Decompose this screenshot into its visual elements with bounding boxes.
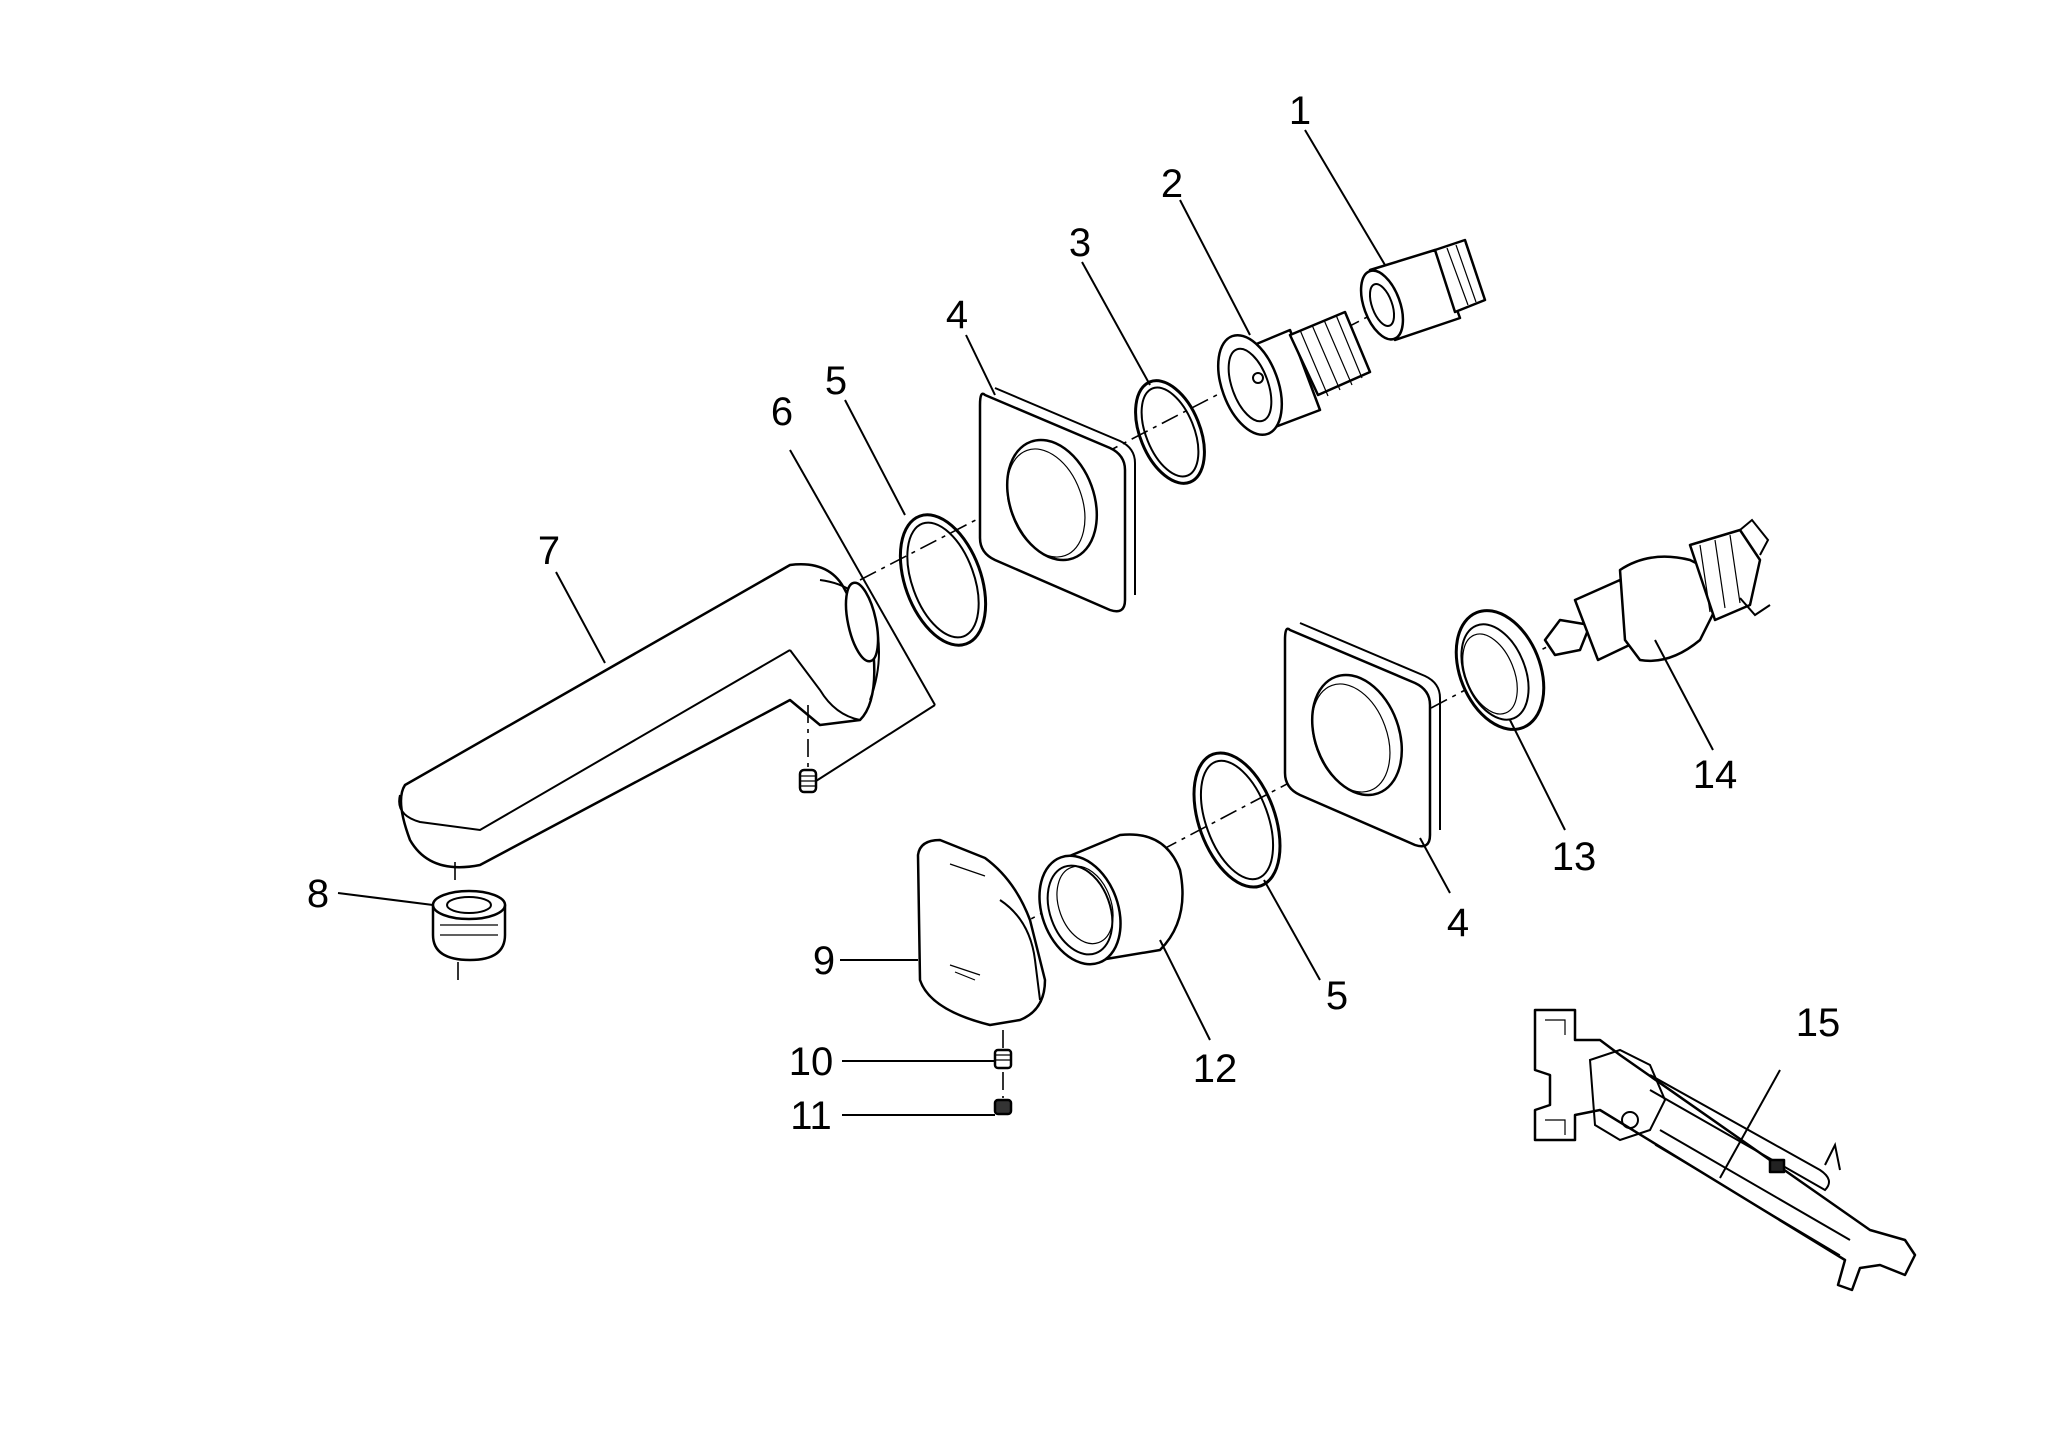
part-8-aerator <box>431 862 507 985</box>
part-2-valve-body <box>1216 310 1372 437</box>
callout-4-upper: 4 <box>946 293 968 337</box>
part-13-threaded-ring <box>1454 609 1546 731</box>
callout-10: 10 <box>789 1040 834 1084</box>
part-5-upper-o-ring <box>898 513 988 647</box>
callout-3: 3 <box>1069 221 1091 265</box>
callout-14: 14 <box>1693 753 1738 797</box>
part-12-sleeve <box>1038 833 1184 966</box>
callout-6: 6 <box>771 390 793 434</box>
callout-1: 1 <box>1289 89 1311 133</box>
callout-11: 11 <box>790 1094 832 1138</box>
callout-13: 13 <box>1552 835 1597 879</box>
part-4-upper-rosette <box>978 387 1136 613</box>
part-11-plug <box>993 1098 1013 1116</box>
part-3-o-ring <box>1134 379 1206 485</box>
part-5-lower-o-ring <box>1192 751 1282 889</box>
callout-8: 8 <box>307 872 329 916</box>
callout-5-upper: 5 <box>825 359 847 403</box>
callout-7: 7 <box>538 529 560 573</box>
callout-15: 15 <box>1796 1001 1841 1045</box>
part-4-lower-rosette <box>1283 622 1441 848</box>
callout-12: 12 <box>1193 1047 1238 1091</box>
part-9-handle <box>916 838 1047 1027</box>
part-7-spout <box>398 563 880 869</box>
callout-labels: 1 2 3 4 5 6 7 8 9 10 11 12 5 4 13 14 15 <box>307 89 1840 1138</box>
part-10-screw <box>993 1030 1013 1098</box>
part-15-wrench <box>1533 1008 1917 1292</box>
callout-2: 2 <box>1161 162 1183 206</box>
callout-4-lower: 4 <box>1447 901 1469 945</box>
part-1-threaded-adapter <box>1359 238 1487 342</box>
callout-5-lower: 5 <box>1326 974 1348 1018</box>
leader-lines <box>337 129 1781 1179</box>
part-14-cartridge <box>1543 518 1771 662</box>
callout-9: 9 <box>813 939 835 983</box>
